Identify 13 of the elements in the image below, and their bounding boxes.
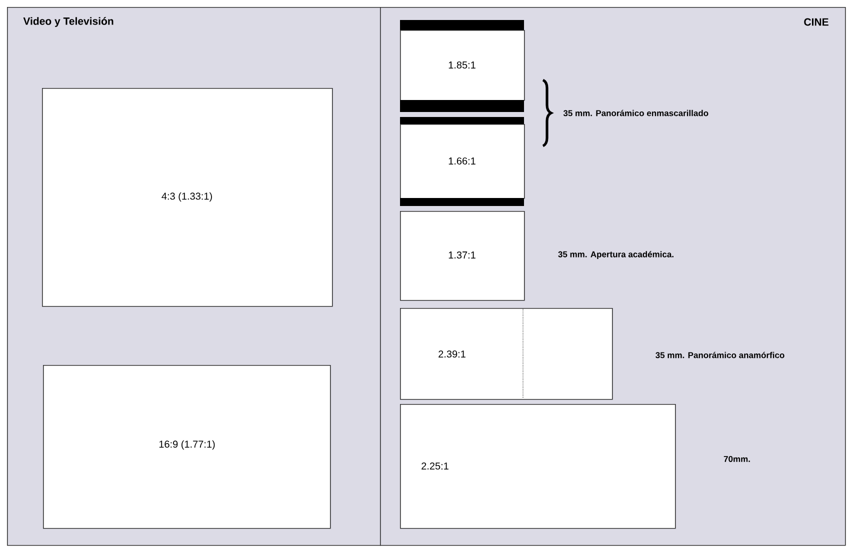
ratio-label: 2.39:1 bbox=[438, 350, 466, 358]
format-label: 70mm. bbox=[724, 456, 750, 462]
format-label: 35 mm. Panorámico anamórfico bbox=[656, 352, 784, 358]
ratio-label: 16:9 (1.77:1) bbox=[159, 440, 215, 450]
ratio-label: 2.25:1 bbox=[422, 462, 448, 470]
ratio-label: 1.66:1 bbox=[448, 157, 476, 165]
panel-title: Video y Televisión bbox=[23, 17, 114, 27]
ratio-label: 1.85:1 bbox=[448, 61, 476, 69]
panel-title: CINE bbox=[804, 18, 828, 26]
format-label: 35 mm. Apertura académica. bbox=[558, 251, 674, 259]
format-label: 35 mm. Panorámico enmascarillado bbox=[563, 110, 708, 116]
ratio-label: 4:3 (1.33:1) bbox=[162, 192, 212, 202]
ratio-label: 1.37:1 bbox=[448, 251, 476, 259]
